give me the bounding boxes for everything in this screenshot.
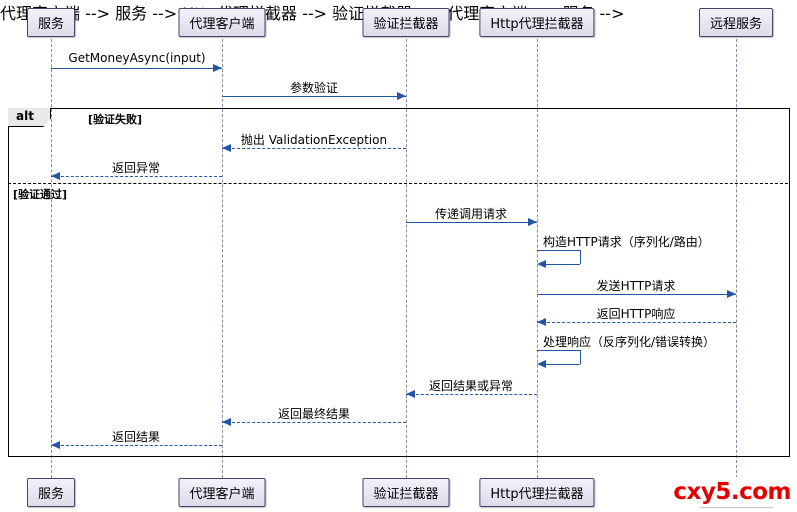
message-label-send-http-request: 发送HTTP请求 [596, 279, 676, 293]
arrowhead-left-icon [537, 318, 546, 326]
message-line [51, 176, 222, 177]
message-line [222, 96, 406, 97]
message-label-return-result-or-exception: 返回结果或异常 [428, 379, 514, 393]
message-line [222, 422, 406, 423]
arrowhead-left-icon [51, 172, 60, 180]
arrowhead-left-icon [222, 144, 231, 152]
message-label-return-http-response: 返回HTTP响应 [596, 307, 676, 321]
arrowhead-right-icon [727, 290, 736, 298]
message-line [406, 222, 537, 223]
alt-frame [8, 108, 790, 457]
message-label-return-final-result: 返回最终结果 [277, 407, 351, 421]
self-message-line-right [580, 350, 581, 364]
participant-bottom-proxy-client: 代理客户端 [178, 478, 266, 507]
message-label-forward-call: 传递调用请求 [434, 207, 508, 221]
participant-top-service: 服务 [26, 8, 76, 37]
message-line [406, 394, 537, 395]
message-label-return-result: 返回结果 [111, 430, 161, 444]
self-message-line-bottom [545, 364, 580, 365]
alt-condition-fail: [验证失败] [88, 113, 143, 126]
self-message-line-top [537, 350, 580, 351]
participant-top-validation-interceptor: 验证拦截器 [362, 8, 450, 37]
message-label-process-response: 处理响应（反序列化/错误转换） [543, 335, 716, 349]
lifeline-validation-interceptor [406, 34, 407, 478]
message-label-param-validate: 参数验证 [289, 81, 339, 95]
alt-condition-pass: [验证通过] [13, 188, 68, 201]
message-line [51, 445, 222, 446]
arrowhead-right-icon [213, 64, 222, 72]
message-label-return-exception: 返回异常 [111, 161, 161, 175]
self-message-line-right [580, 250, 581, 264]
arrowhead-left-icon [537, 360, 546, 368]
arrowhead-right-icon [397, 92, 406, 100]
participant-bottom-http-proxy-interceptor: Http代理拦截器 [479, 478, 595, 507]
message-label-build-http-request: 构造HTTP请求（序列化/路由） [543, 235, 710, 249]
watermark-text: cxy5.com [669, 477, 795, 507]
lifeline-service [51, 34, 52, 478]
message-line [537, 322, 736, 323]
lifeline-proxy-client [222, 34, 223, 478]
lifeline-http-proxy-interceptor [537, 34, 538, 478]
message-label-getmoneyasync: GetMoneyAsync(input) [68, 51, 206, 65]
arrowhead-left-icon [406, 390, 415, 398]
participant-top-http-proxy-interceptor: Http代理拦截器 [479, 8, 595, 37]
arrowhead-left-icon [537, 260, 546, 268]
alt-divider [8, 183, 788, 184]
participant-top-proxy-client: 代理客户端 [178, 8, 266, 37]
arrowhead-right-icon [528, 218, 537, 226]
self-message-line-bottom [545, 264, 580, 265]
participant-bottom-validation-interceptor: 验证拦截器 [362, 478, 450, 507]
self-message-line-top [537, 250, 580, 251]
participant-bottom-service: 服务 [26, 478, 76, 507]
lifeline-remote-service [736, 34, 737, 478]
arrowhead-left-icon [51, 441, 60, 449]
participant-top-remote-service: 远程服务 [698, 8, 774, 37]
alt-operator-label: alt [8, 108, 51, 127]
message-label-throw-validationexception: 抛出 ValidationException [240, 133, 388, 147]
message-line [222, 148, 406, 149]
message-line [537, 294, 736, 295]
message-line [51, 68, 222, 69]
arrowhead-left-icon [222, 418, 231, 426]
